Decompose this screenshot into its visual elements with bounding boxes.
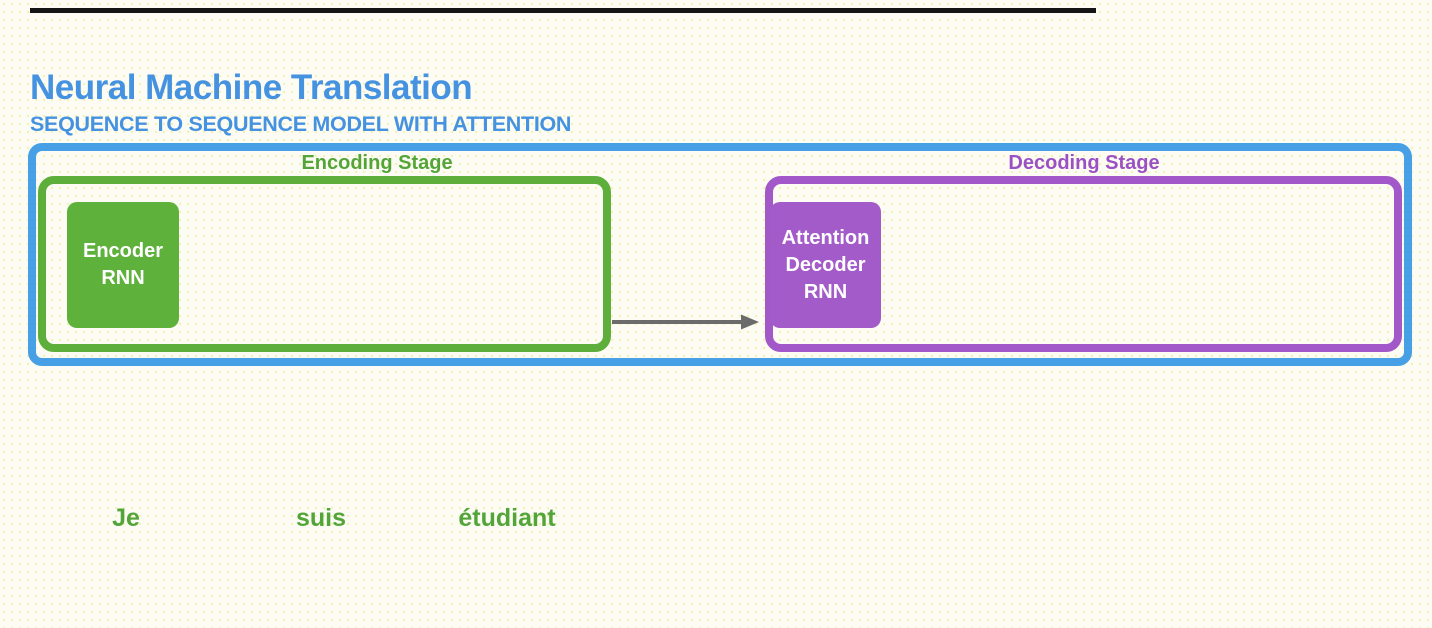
decoder-rnn-label-line2: Decoder bbox=[785, 253, 866, 276]
decoder-rnn-label-line3: RNN bbox=[803, 280, 848, 303]
encoder-rnn-label-line2: RNN bbox=[101, 267, 145, 289]
encoder-rnn-block: Encoder RNN bbox=[67, 202, 179, 328]
decoder-rnn-label-line1: Attention bbox=[781, 226, 870, 249]
model-frame bbox=[28, 143, 1412, 366]
page-subtitle: SEQUENCE TO SEQUENCE MODEL WITH ATTENTIO… bbox=[30, 112, 572, 136]
top-progress-bar bbox=[30, 8, 1096, 13]
decoding-stage-box bbox=[765, 176, 1402, 352]
encoder-rnn-label-line1: Encoder bbox=[82, 240, 164, 262]
input-word: suis bbox=[295, 504, 347, 532]
attention-decoder-rnn-block: Attention Decoder RNN bbox=[770, 202, 881, 328]
encoder-to-decoder-arrow-icon bbox=[612, 314, 759, 330]
input-word: Je bbox=[112, 504, 140, 532]
page-title: Neural Machine Translation bbox=[30, 68, 473, 107]
decoding-stage-label: Decoding Stage bbox=[1008, 152, 1160, 174]
input-word: étudiant bbox=[458, 504, 556, 532]
encoding-stage-box bbox=[38, 176, 611, 352]
encoding-stage-label: Encoding Stage bbox=[301, 152, 453, 174]
